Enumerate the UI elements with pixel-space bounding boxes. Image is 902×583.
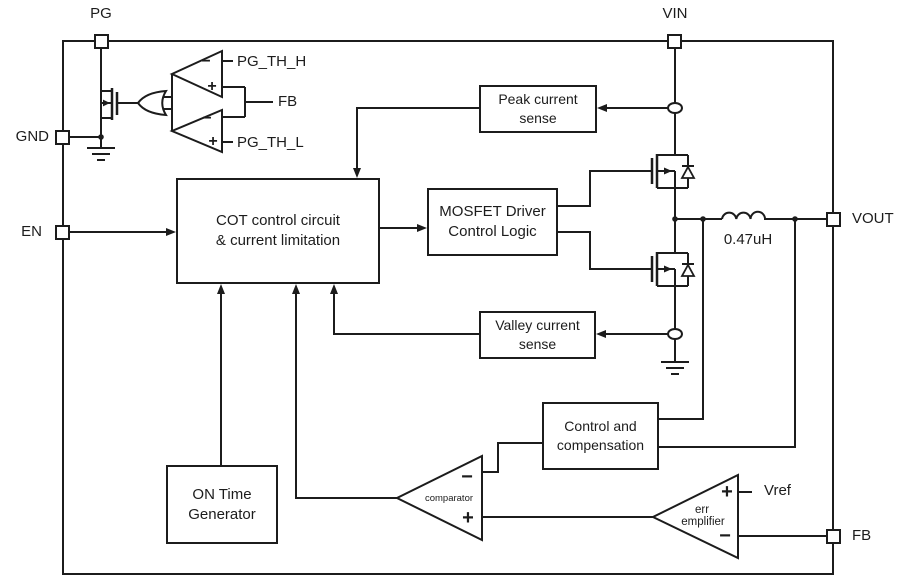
low-side-mosfet <box>650 252 696 287</box>
gnd-junction-dot <box>98 134 104 140</box>
cot-to-driver-arrow <box>417 224 427 232</box>
block-control-compensation: Control and compensation <box>542 402 659 470</box>
err-amp-plus-sign: + <box>721 481 733 503</box>
or-gate-input-wires <box>163 96 172 110</box>
vout-feedback-wire <box>659 219 796 448</box>
err-amplifier-label-line1: err <box>694 504 710 516</box>
err-amp-minus-sign: − <box>719 525 731 547</box>
hs-body-diode <box>680 165 696 179</box>
comparator-label: comparator <box>424 493 474 504</box>
hs-diode-branch <box>675 154 689 189</box>
comparator-plus-sign: + <box>462 507 474 529</box>
block-label: & current limitation <box>215 232 341 249</box>
en-arrow <box>166 228 176 236</box>
block-label: Peak current <box>498 91 578 107</box>
en-pin-label: EN <box>21 223 42 240</box>
comparator-minus-wire <box>482 442 542 473</box>
block-valley-current-sense: Valley current sense <box>479 311 596 359</box>
block-label: sense <box>518 336 557 352</box>
hs-arrow <box>664 167 672 175</box>
valley-sense-tap <box>667 328 683 340</box>
ls-arrow <box>664 265 672 273</box>
ls-diode-branch <box>675 252 689 287</box>
block-label: Control and <box>564 418 637 434</box>
error-amplifier-triangle <box>650 473 739 560</box>
peak-sense-tap <box>667 102 683 114</box>
peak-to-cot-arrow <box>353 168 361 178</box>
low-gate-wire <box>558 231 652 270</box>
vout-pin-label: VOUT <box>852 210 894 227</box>
vout-pin <box>826 212 841 227</box>
fb-pin <box>826 529 841 544</box>
wires <box>68 47 827 537</box>
sw-feedback-dot <box>700 216 706 222</box>
block-label: MOSFET Driver <box>439 203 546 220</box>
block-label: Generator <box>188 505 256 523</box>
block-on-time-generator: ON Time Generator <box>166 465 278 544</box>
or-gate <box>136 89 168 117</box>
vin-pin-label: VIN <box>662 5 688 22</box>
block-peak-current-sense: Peak current sense <box>479 85 597 133</box>
fb-pin-label: FB <box>852 527 872 544</box>
ground-symbol-agnd <box>87 147 115 161</box>
or-gate-body <box>136 89 168 117</box>
comparator-minus-sign: − <box>461 466 473 488</box>
ground-symbol-pgnd <box>661 361 689 375</box>
gnd-pin <box>55 130 70 145</box>
block-cot-control: COT control circuit & current limitation <box>176 178 380 284</box>
arrowheads <box>166 104 607 338</box>
block-label: compensation <box>556 437 645 453</box>
ontime-to-cot-arrow <box>217 284 225 294</box>
comparator-to-cot-arrow <box>292 284 300 294</box>
pg-mosfet-arrow <box>103 99 110 107</box>
high-gate-wire <box>558 170 652 207</box>
fb-internal-label: FB <box>278 93 298 110</box>
vin-pin <box>667 34 682 49</box>
valley-to-cot-arrow <box>330 284 338 294</box>
pg-comparator-low-triangle <box>169 108 223 154</box>
inductor-symbol <box>721 210 773 220</box>
peak-to-cot-wire <box>356 107 479 168</box>
pg-th-l-label: PG_TH_L <box>237 134 304 151</box>
vout-feedback-dot <box>792 216 798 222</box>
pg-th-h-label: PG_TH_H <box>237 53 307 70</box>
junction-dots <box>98 134 798 222</box>
gnd-pin-label: GND <box>15 128 49 145</box>
pg-pin <box>94 34 109 49</box>
pg-comp-high-plus-sign: + <box>207 78 217 95</box>
block-label: ON Time <box>192 485 252 503</box>
block-label: sense <box>519 110 557 126</box>
pg-comp-low-plus-sign: + <box>208 133 218 150</box>
peak-sense-arrow <box>597 104 607 112</box>
pg-comp-high-minus-sign: − <box>201 53 211 70</box>
vref-label: Vref <box>764 482 791 499</box>
pg-comp-low-minus-sign: − <box>202 110 212 127</box>
en-pin <box>55 225 70 240</box>
block-label: Valley current <box>495 317 580 333</box>
switch-node-dot <box>672 216 678 222</box>
sw-node-feedback-wire <box>659 219 704 420</box>
ls-body-diode <box>680 263 696 277</box>
err-amplifier-label-line2: emplifier <box>681 516 725 528</box>
comparator-output-wire <box>295 294 397 499</box>
chip-outline <box>62 40 834 575</box>
fb-internal-net <box>222 86 273 118</box>
block-label: Control Logic <box>448 223 537 240</box>
valley-sense-arrow <box>596 330 606 338</box>
inductor-value-label: 0.47uH <box>723 231 773 248</box>
valley-to-cot-wire <box>333 294 479 335</box>
comparator-triangle <box>394 454 483 542</box>
pg-comparator-high-triangle <box>169 49 223 99</box>
block-mosfet-driver: MOSFET Driver Control Logic <box>427 188 558 256</box>
pg-mosfet <box>103 88 119 120</box>
block-label: COT control circuit <box>216 212 340 229</box>
pg-pin-label: PG <box>90 5 112 22</box>
high-side-mosfet <box>650 154 696 189</box>
